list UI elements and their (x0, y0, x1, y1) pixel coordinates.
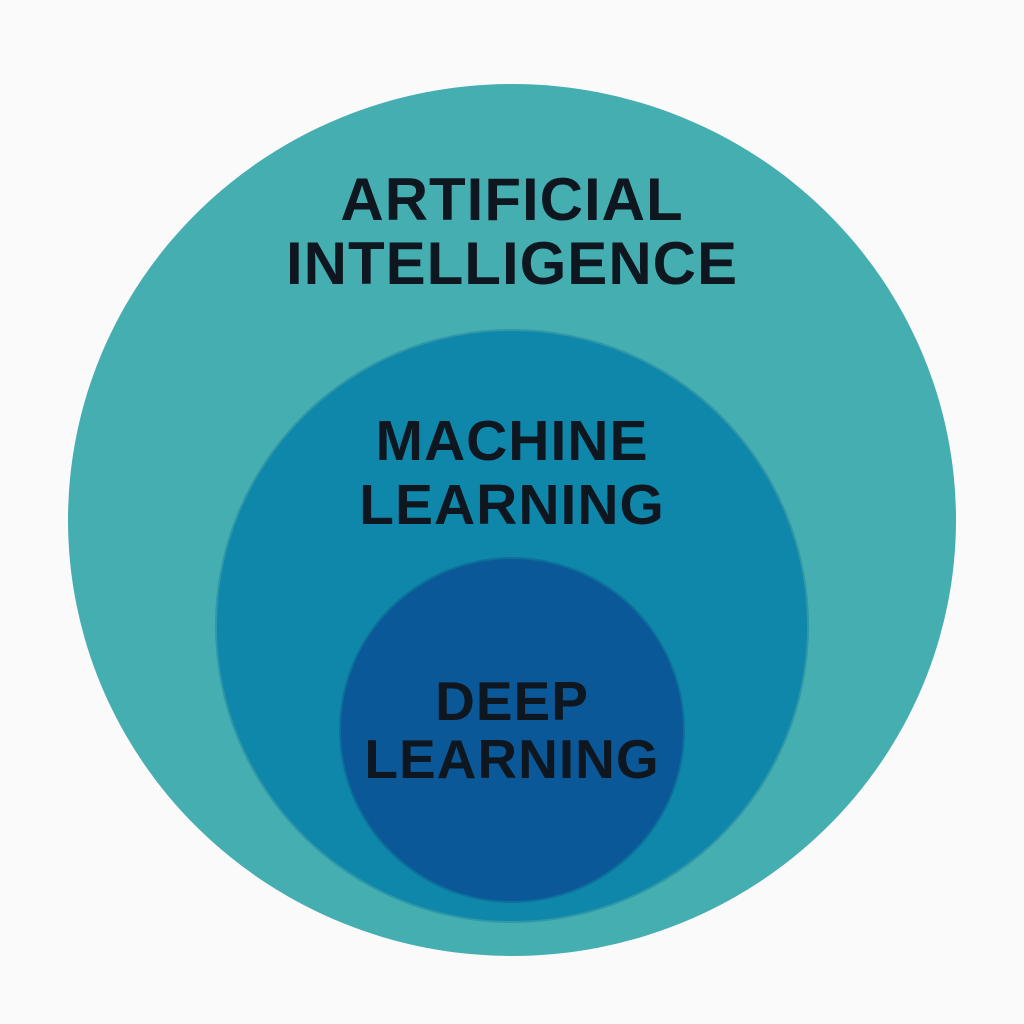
deep-learning-label: DEEP LEARNING (0, 674, 1024, 790)
artificial-intelligence-label-line2: INTELLIGENCE (285, 230, 738, 297)
machine-learning-label-line1: MACHINE (375, 409, 649, 473)
artificial-intelligence-label-line1: ARTIFICIAL (340, 166, 684, 233)
deep-learning-label-line2: LEARNING (364, 728, 660, 790)
machine-learning-label-line2: LEARNING (359, 473, 665, 537)
machine-learning-label: MACHINE LEARNING (0, 413, 1024, 541)
deep-learning-circle (341, 559, 683, 901)
artificial-intelligence-label: ARTIFICIAL INTELLIGENCE (0, 170, 1024, 298)
deep-learning-label-line1: DEEP (435, 670, 589, 732)
